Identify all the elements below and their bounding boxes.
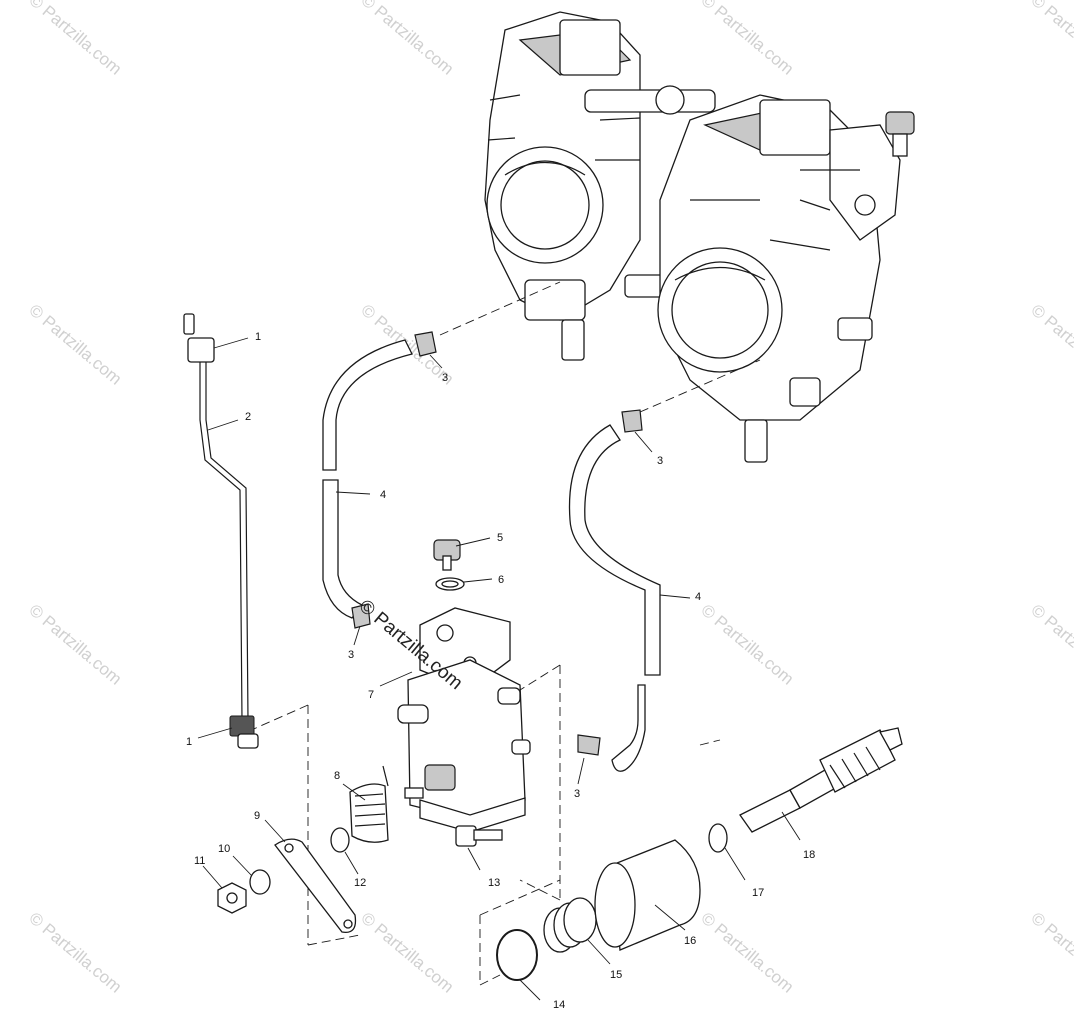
callout-12: 12 bbox=[354, 877, 366, 889]
watermark: © Partzilla.com bbox=[357, 0, 457, 79]
callout-18: 18 bbox=[803, 849, 815, 861]
watermark: © Partzilla.com bbox=[357, 909, 457, 997]
watermark: © Partzilla.com bbox=[1027, 909, 1074, 997]
callout-17: 17 bbox=[752, 887, 764, 899]
watermark: © Partzilla.com bbox=[697, 601, 797, 689]
watermark: © Partzilla.com bbox=[1027, 601, 1074, 689]
fuel-hoses bbox=[322, 331, 661, 772]
callout-14: 14 bbox=[553, 999, 565, 1011]
callout-2: 2 bbox=[245, 411, 251, 423]
fuel-pump bbox=[397, 539, 531, 847]
watermark: © Partzilla.com bbox=[697, 909, 797, 997]
callout-3-upper-left: 3 bbox=[442, 372, 448, 384]
callout-15: 15 bbox=[610, 969, 622, 981]
callout-8: 8 bbox=[334, 770, 340, 782]
callout-labels: 1 1 2 3 3 3 3 4 4 5 6 7 8 9 10 11 12 13 … bbox=[186, 331, 815, 1011]
callout-5: 5 bbox=[497, 532, 503, 544]
callout-3-lower: 3 bbox=[574, 788, 580, 800]
watermark: © Partzilla.com bbox=[25, 0, 125, 79]
callout-10: 10 bbox=[218, 843, 230, 855]
callout-9: 9 bbox=[254, 810, 260, 822]
callout-3-upper-right: 3 bbox=[657, 455, 663, 467]
watermark: © Partzilla.com bbox=[697, 0, 797, 79]
callout-leaders bbox=[197, 337, 801, 1001]
shaft-assembly bbox=[496, 727, 903, 981]
watermark: © Partzilla.com bbox=[1027, 0, 1074, 79]
callout-7: 7 bbox=[368, 689, 374, 701]
callout-4-left: 4 bbox=[380, 489, 386, 501]
watermark: © Partzilla.com bbox=[1027, 301, 1074, 389]
watermark: © Partzilla.com bbox=[25, 909, 125, 997]
linkage-parts bbox=[217, 765, 389, 934]
callout-11: 11 bbox=[194, 855, 205, 867]
callout-13: 13 bbox=[488, 877, 500, 889]
carburetor-assembly bbox=[484, 11, 915, 463]
callout-4-right: 4 bbox=[695, 591, 701, 603]
callout-1-upper: 1 bbox=[255, 331, 261, 343]
callout-16: 16 bbox=[684, 935, 696, 947]
callout-6: 6 bbox=[498, 574, 504, 586]
watermark: © Partzilla.com bbox=[25, 301, 125, 389]
throttle-cable bbox=[183, 313, 259, 749]
callout-1-lower: 1 bbox=[186, 736, 192, 748]
watermark: © Partzilla.com bbox=[25, 601, 125, 689]
callout-3-middle: 3 bbox=[348, 649, 354, 661]
